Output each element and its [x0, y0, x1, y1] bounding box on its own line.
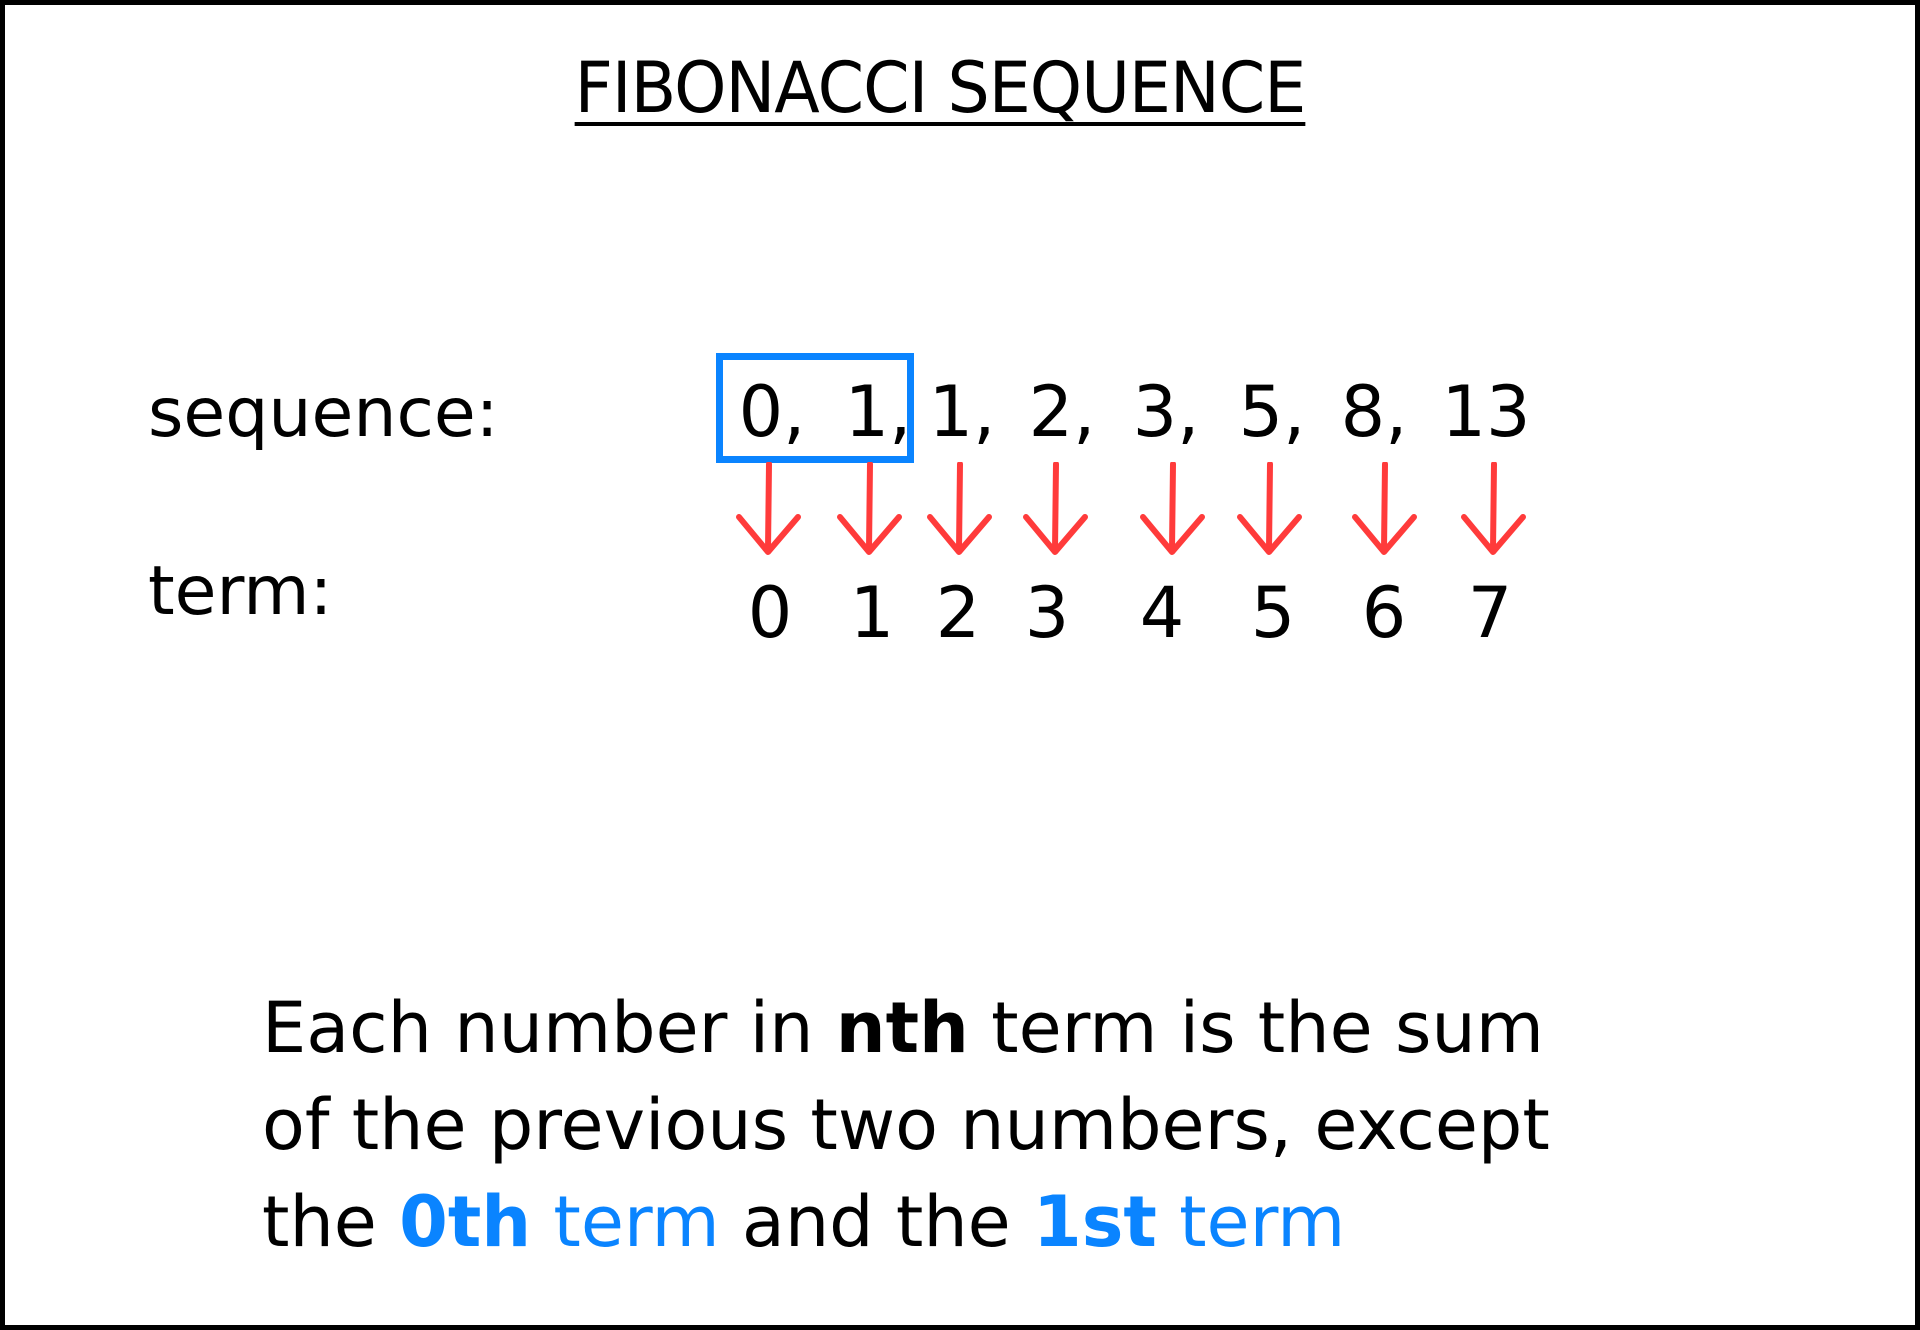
sequence-value: 0,: [738, 371, 806, 453]
down-arrow-icon: [927, 462, 992, 555]
down-arrow-icon: [1237, 462, 1302, 555]
desc-text: term is the sum: [968, 987, 1544, 1069]
term-index: 3: [1024, 572, 1070, 654]
description-line-2: of the previous two numbers, except: [262, 1084, 1550, 1166]
desc-1st-highlight: 1st: [1033, 1181, 1157, 1263]
term-index: 5: [1250, 572, 1296, 654]
desc-0th-highlight: 0th: [399, 1181, 532, 1263]
desc-text: the: [262, 1181, 400, 1263]
down-arrow-icon: [837, 462, 902, 555]
sequence-value: 8,: [1340, 371, 1408, 453]
desc-text: Each number in: [262, 987, 836, 1069]
desc-term-highlight: term: [531, 1181, 720, 1263]
description: Each number in nth term is the sum of th…: [262, 980, 1662, 1271]
sequence-value: 13: [1441, 371, 1531, 453]
term-index: 7: [1467, 572, 1513, 654]
term-index: 6: [1361, 572, 1407, 654]
description-line-3: the 0th term and the 1st term: [262, 1174, 1662, 1271]
sequence-value: 1,: [928, 371, 996, 453]
term-label: term:: [148, 552, 333, 631]
desc-nth-bold: nth: [835, 987, 969, 1069]
term-index: 1: [849, 572, 895, 654]
sequence-value: 1,: [844, 371, 912, 453]
sequence-value: 3,: [1132, 371, 1200, 453]
diagram-title: FIBONACCI SEQUENCE: [574, 47, 1307, 129]
description-line-1: Each number in nth term is the sum: [262, 980, 1662, 1077]
down-arrow-icon: [1140, 462, 1205, 555]
sequence-value: 2,: [1028, 371, 1096, 453]
down-arrow-icon: [736, 462, 801, 555]
down-arrow-icon: [1023, 462, 1088, 555]
desc-text: and the: [719, 1181, 1033, 1263]
desc-term-highlight: term: [1156, 1181, 1346, 1263]
term-index: 4: [1139, 572, 1185, 654]
base-cases-highlight-box: [716, 353, 914, 463]
term-index: 2: [935, 572, 981, 654]
term-index: 0: [747, 572, 793, 654]
down-arrow-icon: [1352, 462, 1417, 555]
sequence-label: sequence:: [148, 374, 499, 453]
down-arrow-icon: [1461, 462, 1526, 555]
sequence-value: 5,: [1238, 371, 1306, 453]
